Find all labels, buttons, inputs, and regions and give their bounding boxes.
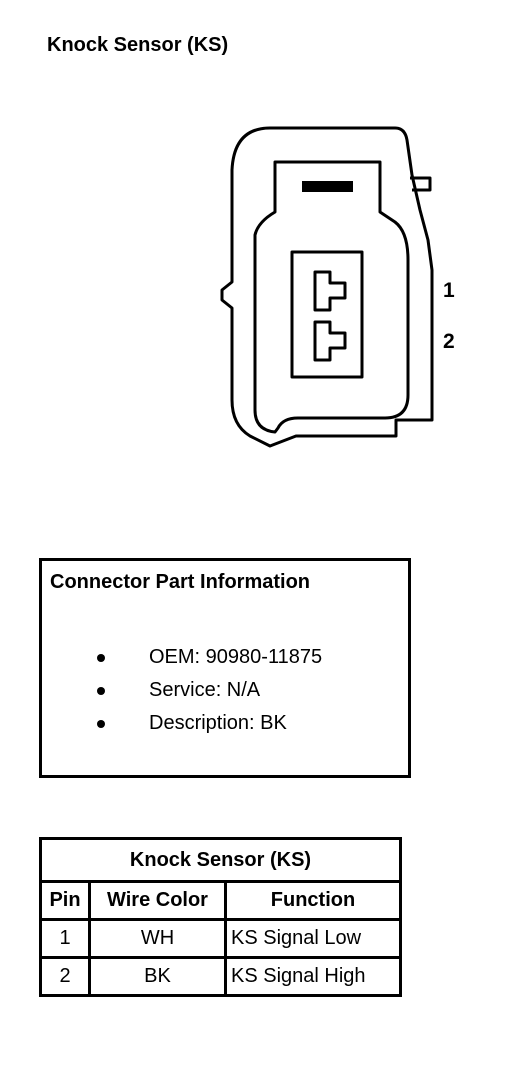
info-item-oem: OEM: 90980-11875 xyxy=(97,641,322,674)
connector-diagram xyxy=(220,126,434,448)
pin-cavity xyxy=(290,250,364,379)
connector-outline xyxy=(220,126,434,448)
header-wire-color: Wire Color xyxy=(88,880,227,921)
pin-label-2: 2 xyxy=(443,330,455,353)
header-function: Function xyxy=(224,880,402,921)
table-row: 2 BK KS Signal High xyxy=(39,956,402,997)
connector-info-list: OEM: 90980-11875 Service: N/A Descriptio… xyxy=(97,641,322,740)
inner-outline xyxy=(253,160,410,434)
header-pin: Pin xyxy=(39,880,91,921)
info-item-description: Description: BK xyxy=(97,707,322,740)
terminal-2 xyxy=(313,320,347,362)
connector-info-box: Connector Part Information OEM: 90980-11… xyxy=(39,558,411,778)
pin-label-1: 1 xyxy=(443,279,455,302)
table-row: 1 WH KS Signal Low xyxy=(39,918,402,959)
pin-function: KS Signal Low xyxy=(224,918,402,959)
pin-number: 1 xyxy=(39,918,91,959)
connector-info-heading: Connector Part Information xyxy=(50,571,311,593)
key-bar xyxy=(302,181,353,192)
pin-table-caption: Knock Sensor (KS) xyxy=(39,837,402,883)
pin-number: 2 xyxy=(39,956,91,997)
terminal-1 xyxy=(313,270,347,312)
pin-table: Knock Sensor (KS) Pin Wire Color Functio… xyxy=(39,837,402,997)
info-item-service: Service: N/A xyxy=(97,674,322,707)
wire-color: BK xyxy=(88,956,227,997)
wire-color: WH xyxy=(88,918,227,959)
pin-function: KS Signal High xyxy=(224,956,402,997)
page-title: Knock Sensor (KS) xyxy=(47,34,229,56)
latch-tab xyxy=(410,176,432,192)
